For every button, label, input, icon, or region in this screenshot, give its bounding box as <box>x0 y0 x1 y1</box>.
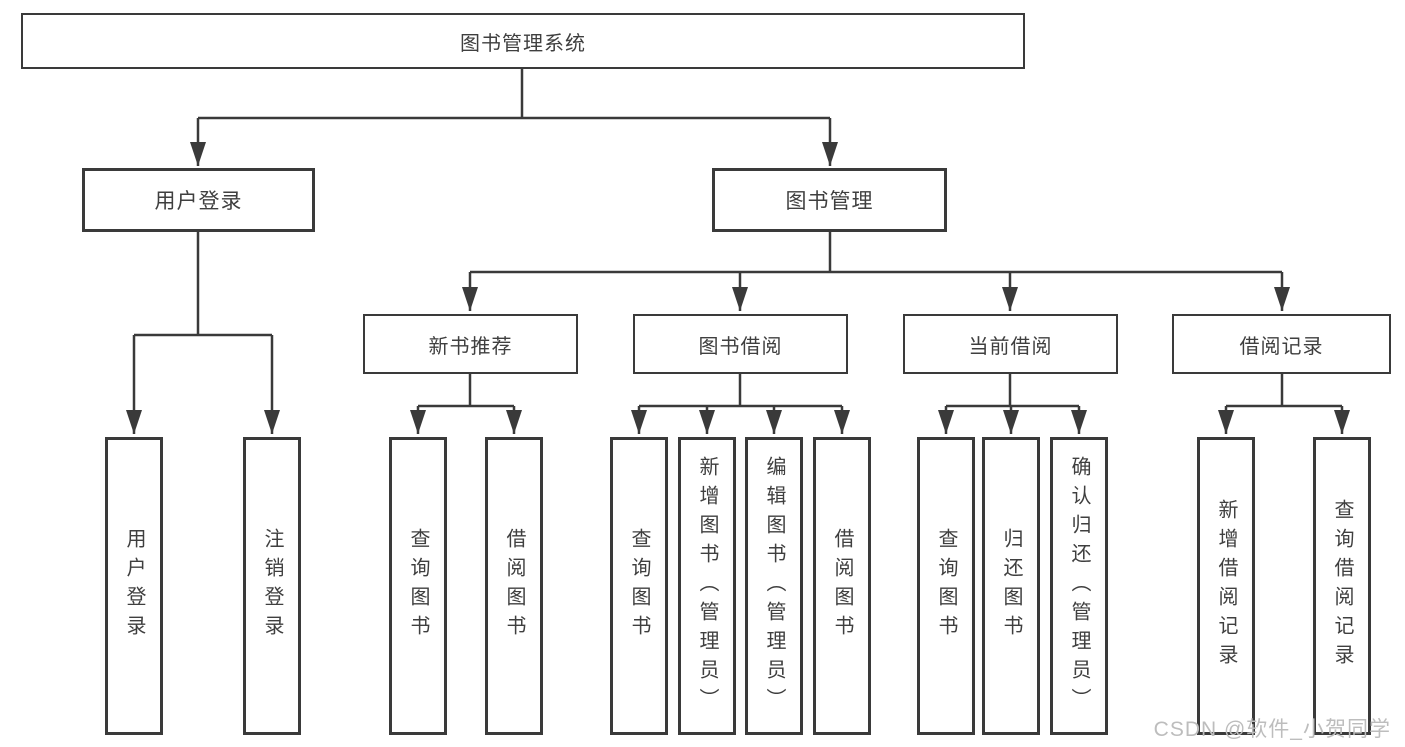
leaf-logout-action: 注销登录 <box>243 437 301 735</box>
leaf-borrow-borrow-books: 借阅图书 <box>813 437 871 735</box>
node-label: 归还图书 <box>1000 528 1022 644</box>
leaf-return-books: 归还图书 <box>982 437 1040 735</box>
node-label: 借阅记录 <box>1239 335 1324 358</box>
node-label: 新增图书（管理员） <box>696 455 718 717</box>
node-label: 注销登录 <box>261 528 283 644</box>
leaf-recommend-borrow-books: 借阅图书 <box>485 437 543 735</box>
csdn-watermark: CSDN @软件_小贺同学 <box>1153 718 1391 741</box>
node-label: 借阅图书 <box>503 528 525 644</box>
node-label: 图书管理 <box>785 190 874 213</box>
node-root-library-system: 图书管理系统 <box>21 13 1025 69</box>
leaf-recommend-query-books: 查询图书 <box>389 437 447 735</box>
node-label: 借阅图书 <box>831 528 853 644</box>
node-label: 用户登录 <box>154 190 243 213</box>
node-user-login: 用户登录 <box>82 168 315 232</box>
node-label: 查询图书 <box>935 528 957 644</box>
leaf-current-query-books: 查询图书 <box>917 437 975 735</box>
node-label: 图书借阅 <box>698 335 783 358</box>
node-label: 新书推荐 <box>428 335 513 358</box>
leaf-add-books-admin: 新增图书（管理员） <box>678 437 736 735</box>
node-borrow-records: 借阅记录 <box>1172 314 1391 374</box>
leaf-user-login-action: 用户登录 <box>105 437 163 735</box>
node-book-management: 图书管理 <box>712 168 947 232</box>
leaf-confirm-return-admin: 确认归还（管理员） <box>1050 437 1108 735</box>
leaf-add-borrow-record: 新增借阅记录 <box>1197 437 1255 735</box>
leaf-borrow-query-books: 查询图书 <box>610 437 668 735</box>
node-label: 当前借阅 <box>968 335 1053 358</box>
node-label: 新增借阅记录 <box>1215 499 1237 673</box>
node-label: 确认归还（管理员） <box>1068 455 1090 717</box>
node-label: 图书管理系统 <box>460 32 586 55</box>
node-label: 查询图书 <box>407 528 429 644</box>
node-label: 查询图书 <box>628 528 650 644</box>
node-label: 编辑图书（管理员） <box>763 455 785 717</box>
leaf-edit-books-admin: 编辑图书（管理员） <box>745 437 803 735</box>
node-current-borrow: 当前借阅 <box>903 314 1118 374</box>
node-label: 查询借阅记录 <box>1331 499 1353 673</box>
node-book-borrow: 图书借阅 <box>633 314 848 374</box>
leaf-query-borrow-record: 查询借阅记录 <box>1313 437 1371 735</box>
node-label: 用户登录 <box>123 528 145 644</box>
node-new-book-recommend: 新书推荐 <box>363 314 578 374</box>
